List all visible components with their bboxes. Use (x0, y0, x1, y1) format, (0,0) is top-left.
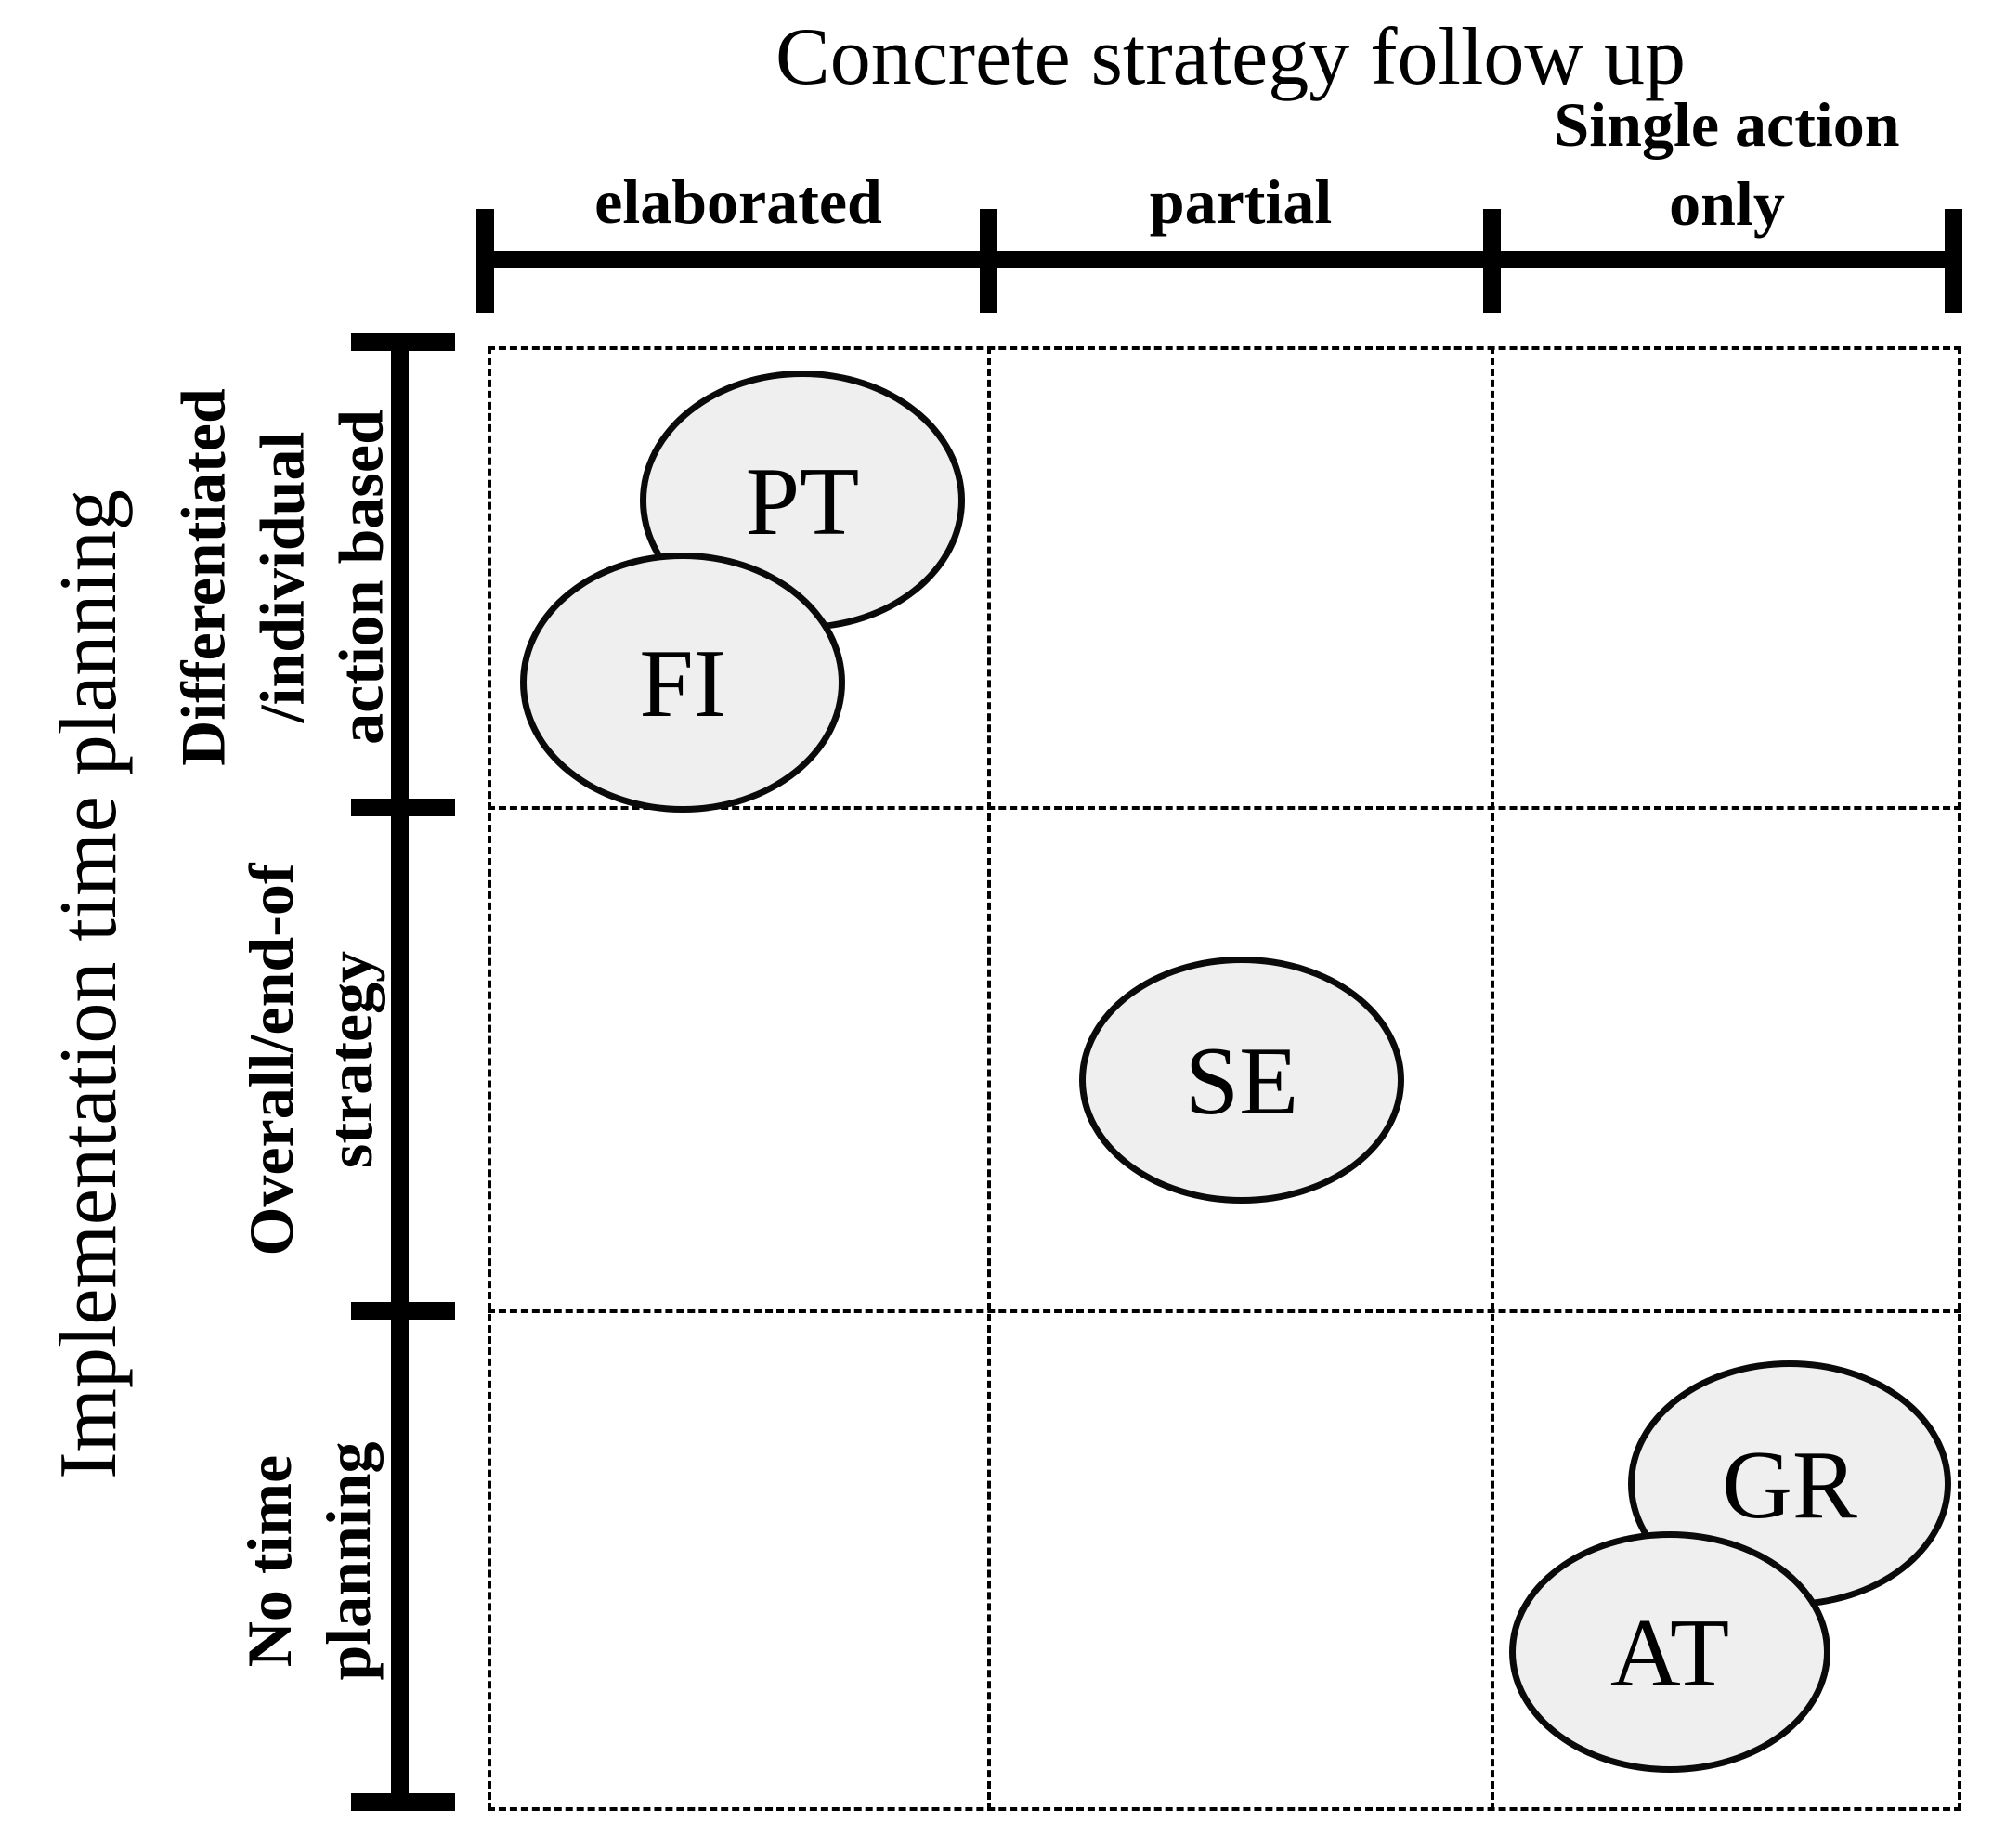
x-axis-tick (1945, 209, 1962, 313)
grid-row-divider (488, 806, 1961, 810)
x-axis-tick (476, 209, 494, 313)
grid-row-divider (488, 1309, 1961, 1313)
data-point-fi: FI (520, 553, 845, 813)
y-category-line: action based (325, 410, 397, 745)
x-category-label-elaborated: elaborated (488, 163, 989, 241)
x-category-line: only (1669, 168, 1785, 239)
x-axis-line (486, 251, 1962, 268)
y-axis-tick (351, 799, 455, 816)
y-category-label-overall-end-of-strategy: Overall/end-of strategy (232, 800, 390, 1320)
y-category-line: No time (234, 1454, 305, 1668)
y-axis-line (391, 334, 409, 1811)
data-point-gr: GR (1628, 1360, 1951, 1607)
data-point-label: FI (639, 628, 726, 737)
y-axis-tick (351, 1302, 455, 1320)
data-point-at: AT (1509, 1531, 1830, 1773)
y-category-line: Overall/end-of (236, 863, 306, 1256)
y-axis-title: Implementation time planning (44, 489, 134, 1479)
x-category-label-partial: partial (989, 163, 1492, 241)
x-category-line: partial (1149, 166, 1333, 237)
y-category-line: planning (313, 1441, 384, 1681)
y-axis-tick (351, 1793, 455, 1811)
grid-column-divider (1491, 346, 1494, 1811)
y-category-line: /individual (246, 431, 318, 723)
data-point-label: AT (1609, 1597, 1730, 1707)
y-category-line: Differentiated (167, 388, 239, 766)
y-axis-tick (351, 333, 455, 351)
x-axis-tick (980, 209, 997, 313)
data-point-label: PT (745, 446, 860, 555)
x-axis-tick (1483, 209, 1501, 313)
y-category-line: strategy (315, 950, 385, 1169)
data-point-se: SE (1079, 957, 1404, 1204)
data-point-label: SE (1184, 1025, 1299, 1135)
data-point-label: GR (1722, 1429, 1857, 1539)
y-category-label-no-time-planning: No time planning (230, 1301, 388, 1821)
x-category-line: elaborated (594, 166, 882, 237)
grid-column-divider (987, 346, 991, 1811)
x-category-line: Single action (1554, 89, 1900, 160)
y-category-label-differentiated-individual-action-based: Differentiated /individual action based (164, 318, 401, 838)
matrix-grid (488, 346, 1961, 1811)
x-axis-title: Concrete strategy follow up (775, 12, 1686, 102)
x-category-label-single-action-only: Single action only (1492, 85, 1961, 243)
